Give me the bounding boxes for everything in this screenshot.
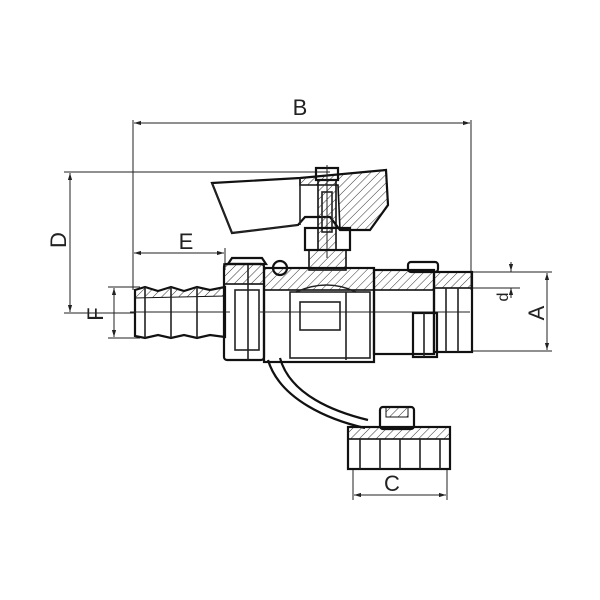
dimension-labels: B D E F A d C: [46, 95, 549, 496]
label-e: E: [179, 229, 194, 254]
union-nut-left: [222, 256, 269, 362]
valve-stem: [303, 165, 352, 271]
label-d: D: [46, 232, 71, 248]
valve-body: [260, 259, 470, 364]
label-a: A: [524, 305, 549, 320]
label-small-d: d: [495, 293, 512, 302]
valve-handle: [210, 168, 390, 235]
dimension-lines: [64, 120, 552, 500]
label-f: F: [83, 307, 108, 320]
label-c: C: [384, 471, 400, 496]
label-b: B: [293, 95, 308, 120]
threaded-end-right: [372, 260, 474, 359]
dust-cap: [346, 405, 452, 471]
cap-retaining-strap: [266, 357, 369, 430]
hose-tail: [130, 285, 230, 340]
